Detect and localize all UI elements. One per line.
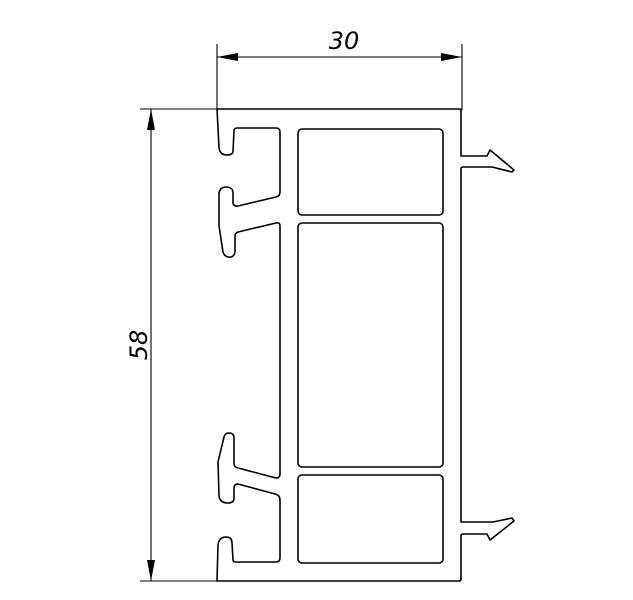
profile-outline xyxy=(216,108,515,582)
arrowhead-top xyxy=(147,109,155,130)
height-label: 58 xyxy=(125,330,153,361)
height-dimension: 58 xyxy=(125,108,462,582)
arrowhead-right xyxy=(441,53,462,61)
width-dimension: 30 xyxy=(216,27,463,110)
chamber-top xyxy=(297,128,444,216)
arrowhead-bottom xyxy=(147,560,155,581)
chamber-middle xyxy=(297,222,444,468)
width-label: 30 xyxy=(329,27,360,55)
chamber-bottom xyxy=(297,474,444,564)
arrowhead-left xyxy=(217,53,238,61)
